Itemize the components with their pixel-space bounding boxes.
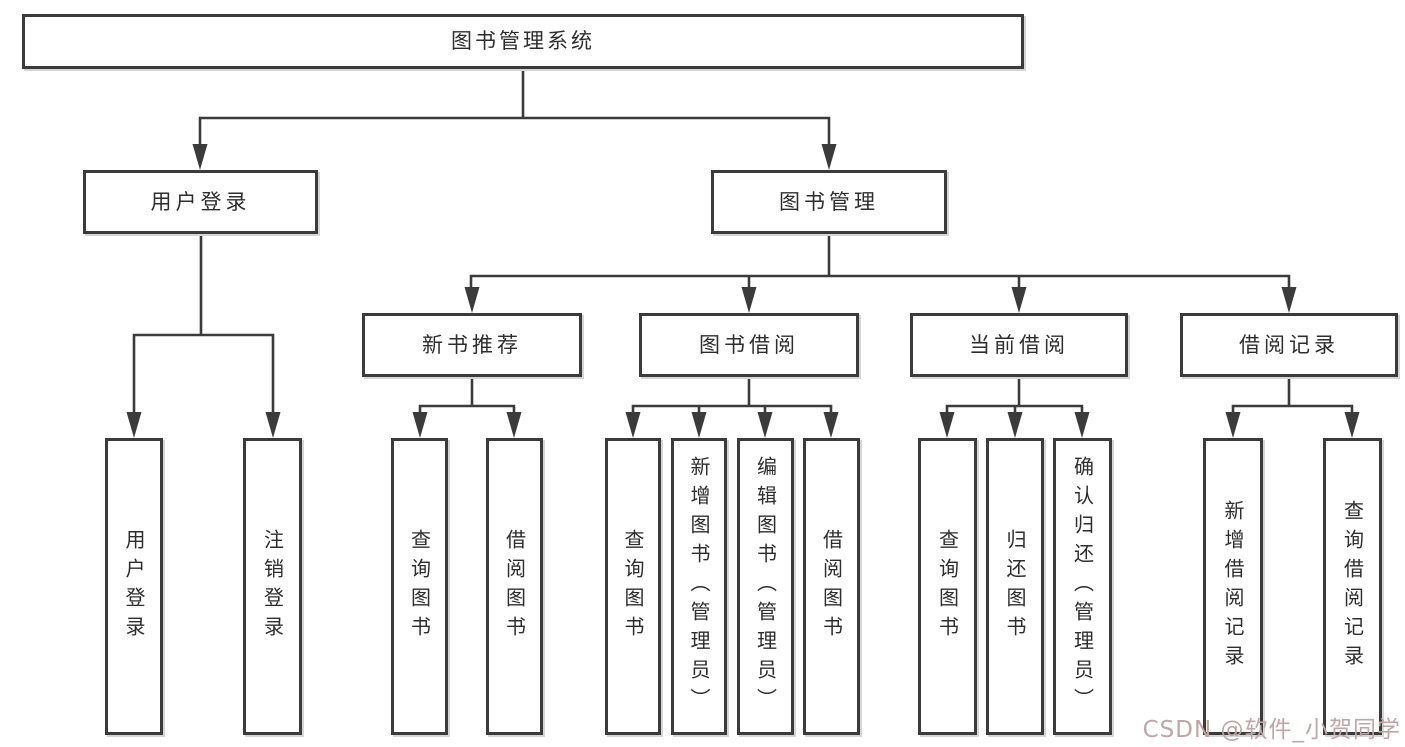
node-library-management-system: 图书管理系统 bbox=[22, 14, 1024, 69]
leaf-return-books: 归还图书 bbox=[986, 438, 1044, 735]
leaf-label: 查询图书 bbox=[621, 528, 645, 645]
leaf-label: 查询借阅记录 bbox=[1340, 499, 1365, 674]
node-new-book-recommendation: 新书推荐 bbox=[362, 313, 582, 377]
node-label: 用户登录 bbox=[150, 189, 251, 214]
leaf-label: 用户登录 bbox=[122, 528, 146, 645]
leaf-add-borrow-record: 新增借阅记录 bbox=[1203, 438, 1263, 735]
leaf-label: 编辑图书（管理员） bbox=[753, 456, 778, 717]
leaf-query-books-borrow: 查询图书 bbox=[605, 438, 661, 735]
node-label: 图书管理系统 bbox=[451, 29, 595, 53]
leaf-add-book-admin: 新增图书（管理员） bbox=[671, 438, 727, 735]
node-label: 当前借阅 bbox=[969, 332, 1069, 357]
leaf-label: 查询图书 bbox=[935, 528, 960, 645]
leaf-label: 新增图书（管理员） bbox=[687, 456, 711, 717]
node-label: 新书推荐 bbox=[422, 332, 522, 357]
node-borrowing-records: 借阅记录 bbox=[1180, 313, 1398, 377]
leaf-label: 新增借阅记录 bbox=[1221, 499, 1245, 674]
leaf-user-login: 用户登录 bbox=[105, 438, 163, 735]
leaf-confirm-return-admin: 确认归还（管理员） bbox=[1053, 438, 1112, 735]
node-label: 图书管理 bbox=[779, 189, 879, 214]
node-label: 借阅记录 bbox=[1239, 332, 1339, 357]
leaf-label: 借阅图书 bbox=[819, 528, 844, 645]
connector-path bbox=[132, 67, 1354, 416]
leaf-label: 归还图书 bbox=[1003, 528, 1027, 645]
node-user-login: 用户登录 bbox=[83, 170, 318, 234]
leaf-edit-book-admin: 编辑图书（管理员） bbox=[737, 438, 794, 735]
leaf-query-borrow-record: 查询借阅记录 bbox=[1323, 438, 1382, 735]
connector-arrowheads bbox=[126, 144, 1360, 438]
node-label: 图书借阅 bbox=[699, 332, 799, 357]
node-book-borrowing: 图书借阅 bbox=[639, 313, 859, 377]
leaf-label: 注销登录 bbox=[260, 528, 285, 645]
leaf-label: 确认归还（管理员） bbox=[1070, 456, 1095, 717]
leaf-query-books-current: 查询图书 bbox=[918, 438, 977, 735]
leaf-label: 借阅图书 bbox=[502, 528, 527, 645]
node-book-management: 图书管理 bbox=[711, 170, 947, 234]
node-current-borrowing: 当前借阅 bbox=[910, 313, 1128, 377]
leaf-logout-login: 注销登录 bbox=[243, 438, 302, 735]
leaf-query-books-recommend: 查询图书 bbox=[391, 438, 448, 735]
leaf-borrow-books-borrow: 借阅图书 bbox=[803, 438, 860, 735]
leaf-label: 查询图书 bbox=[407, 528, 432, 645]
leaf-borrow-books-recommend: 借阅图书 bbox=[486, 438, 543, 735]
